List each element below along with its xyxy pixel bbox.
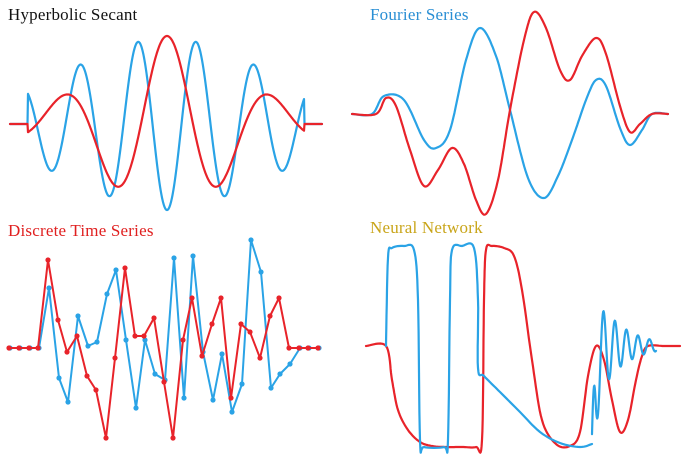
marker: [161, 379, 167, 385]
marker: [64, 349, 70, 355]
marker: [238, 321, 244, 327]
marker: [210, 397, 216, 403]
marker: [229, 409, 235, 415]
marker: [276, 295, 282, 301]
neural-network-blue-curve-oscillation: [590, 310, 658, 436]
marker: [286, 345, 292, 351]
hyperbolic-secant-blue-curve: [8, 40, 324, 212]
marker: [142, 337, 148, 343]
marker: [248, 237, 254, 243]
marker: [305, 345, 311, 351]
marker: [228, 395, 234, 401]
marker: [277, 371, 283, 377]
marker: [85, 343, 91, 349]
marker: [171, 255, 177, 261]
panel-title-discrete-time-series: Discrete Time Series: [8, 221, 154, 240]
marker: [6, 345, 12, 351]
neural-network-blue-curve-step: [384, 242, 594, 454]
marker: [199, 353, 205, 359]
marker: [268, 385, 274, 391]
marker: [104, 291, 110, 297]
hyperbolic-secant-red-curve: [8, 34, 324, 188]
marker: [296, 345, 302, 351]
marker: [247, 329, 253, 335]
marker: [55, 317, 61, 323]
marker: [152, 371, 158, 377]
marker: [267, 313, 273, 319]
marker: [151, 315, 157, 321]
marker: [181, 395, 187, 401]
marker: [170, 435, 176, 441]
marker: [26, 345, 32, 351]
discrete-time-series-red-markers: [6, 257, 321, 441]
marker: [219, 351, 225, 357]
marker: [180, 337, 186, 343]
marker: [258, 269, 264, 275]
marker: [113, 267, 119, 273]
fourier-series-blue-curve: [350, 26, 670, 200]
panel-title-neural-network: Neural Network: [370, 218, 483, 237]
marker: [123, 337, 129, 343]
marker: [75, 313, 81, 319]
marker: [141, 333, 147, 339]
fourier-series-red-curve: [350, 10, 670, 216]
marker: [257, 355, 263, 361]
marker: [35, 345, 41, 351]
marker: [93, 387, 99, 393]
marker: [189, 295, 195, 301]
marker: [239, 381, 245, 387]
marker: [65, 399, 71, 405]
marker: [56, 375, 62, 381]
neural-network-red-curve: [364, 243, 682, 454]
marker: [74, 333, 80, 339]
marker: [103, 435, 109, 441]
marker: [94, 339, 100, 345]
marker: [46, 285, 52, 291]
marker: [122, 265, 128, 271]
marker: [315, 345, 321, 351]
marker: [132, 333, 138, 339]
marker: [45, 257, 51, 263]
marker: [287, 361, 293, 367]
marker: [133, 405, 139, 411]
panel-title-hyperbolic-secant: Hyperbolic Secant: [8, 5, 138, 24]
marker: [16, 345, 22, 351]
panel-title-fourier-series: Fourier Series: [370, 5, 469, 24]
marker: [218, 295, 224, 301]
marker: [112, 355, 118, 361]
marker: [209, 321, 215, 327]
marker: [190, 253, 196, 259]
marker: [84, 373, 90, 379]
